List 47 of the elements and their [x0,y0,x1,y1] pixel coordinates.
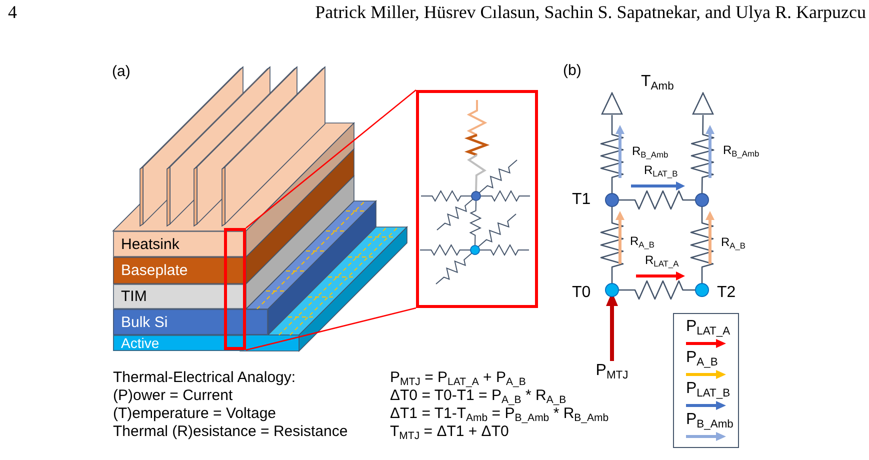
node-label: T1 [572,191,591,209]
legend-label: P$_{B_Amb}$ [686,411,734,429]
temperature-node [605,193,619,207]
layer-label: Active [121,336,160,350]
analogy-text: (T)emperature = Voltage [113,405,276,423]
node-label: T2 [717,284,736,302]
resistor-symbol [600,115,624,193]
node-label: T0 [572,284,591,302]
resistor-symbol [619,280,695,300]
zoom-frame [224,228,246,350]
resistor-symbol [600,207,624,283]
legend-label: P$_{A_B}$ [686,349,718,367]
equation: T$_{MTJ}$ = ΔT1 + ΔT0 [390,423,509,441]
layer-label: Bulk Si [121,314,168,330]
layer-label: Baseplate [121,263,188,278]
resistor-symbol [619,190,695,210]
analogy-text: (P)ower = Current [113,387,233,405]
ambient-terminal [601,92,623,115]
ambient-temperature-label: T$_{Amb}$ [641,73,674,91]
layer-face [113,231,246,257]
resistor-symbol [690,207,714,283]
temperature-node [695,193,709,207]
layer-face [113,257,246,284]
layer-face [113,335,244,351]
layer-face [113,284,246,309]
zoom-inset [416,90,538,308]
legend-label: P$_{LAT_A}$ [686,318,730,336]
resistor-symbol [690,115,714,193]
equation: ΔT0 = T0-T1 = P$_{A_B}$ * R$_{A_B}$ [390,387,566,405]
panel-label: (b) [563,62,582,80]
ambient-terminal [692,92,714,115]
temperature-node [695,283,709,297]
analogy-text: Thermal (R)esistance = Resistance [113,423,348,441]
legend-label: P$_{LAT_B}$ [686,380,730,398]
layer-face [113,309,268,335]
page-number: 4 [8,2,17,22]
analogy-heading: Thermal-Electrical Analogy: [113,369,296,387]
temperature-node [605,283,619,297]
equation: P$_{MTJ}$ = P$_{LAT_A}$ + P$_{A_B}$ [390,369,526,387]
layer-label: TIM [121,289,147,304]
layer-label: Heatsink [121,236,180,252]
power-source-label: P$_{MTJ}$ [593,361,631,381]
equation: ΔT1 = T1-T$_{Amb}$ = P$_{B_Amb}$ * R$_{B_Amb}$ [390,405,609,423]
zoom-line [246,307,416,351]
panel-label: (a) [112,63,130,81]
zoom-line [246,90,416,228]
author-line: Patrick Miller, Hüsrev Cılasun, Sachin S. Sapatnekar, and Ulya R. Karpuzcu [315,2,866,22]
